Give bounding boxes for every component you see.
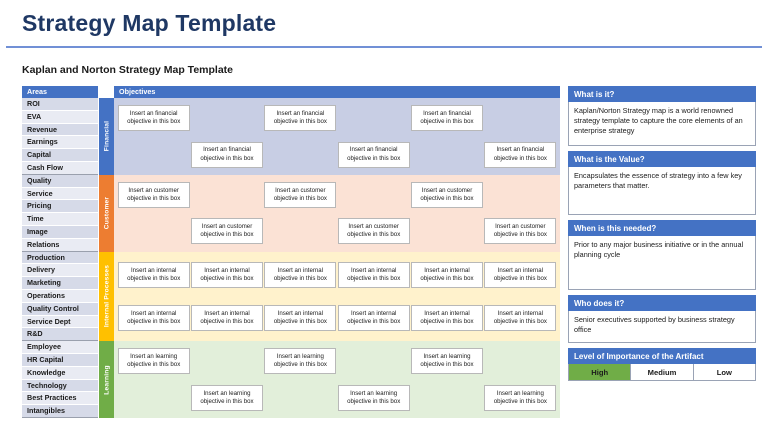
header-areas: Areas	[22, 86, 98, 98]
page-title: Strategy Map Template	[22, 10, 277, 36]
objective-box[interactable]: Insert an internal objective in this box	[117, 261, 190, 288]
title-divider	[6, 46, 762, 48]
area-cell[interactable]: Service Dept	[22, 315, 98, 329]
info-block: When is this needed?Prior to any major b…	[568, 220, 756, 290]
area-cell[interactable]: Pricing	[22, 200, 98, 214]
objective-box[interactable]: Insert an internal objective in this box	[191, 304, 263, 331]
area-cell[interactable]: Quality	[22, 174, 98, 188]
area-cell[interactable]: Capital	[22, 149, 98, 162]
objective-box[interactable]: Insert an internal objective in this box	[337, 304, 410, 331]
perspective-label-text: Internal Processes	[103, 265, 110, 328]
info-block-heading: When is this needed?	[568, 220, 756, 236]
objective-box[interactable]: Insert an learning objective in this box	[411, 348, 483, 375]
header-objectives: Objectives	[114, 86, 560, 98]
importance-heading: Level of Importance of the Artifact	[568, 348, 756, 364]
objective-box[interactable]: Insert an internal objective in this box	[117, 304, 190, 331]
info-block-heading: What is it?	[568, 86, 756, 102]
matrix-header-row: Areas Objectives	[22, 86, 560, 98]
area-cell[interactable]: Production	[22, 251, 98, 265]
info-block: What is it?Kaplan/Norton Strategy map is…	[568, 86, 756, 146]
area-cell[interactable]: EVA	[22, 110, 98, 124]
perspective-label-customer[interactable]: Customer	[99, 174, 114, 252]
area-cell[interactable]: Best Practices	[22, 392, 98, 406]
objective-box[interactable]: Insert an learning objective in this box	[264, 348, 337, 375]
area-cell[interactable]: ROI	[22, 98, 98, 111]
info-block-body[interactable]: Senior executives supported by business …	[568, 311, 756, 343]
area-cell[interactable]: Knowledge	[22, 366, 98, 380]
area-cell[interactable]: HR Capital	[22, 353, 98, 367]
perspective-label-internal-processes[interactable]: Internal Processes	[99, 251, 114, 342]
importance-option-high[interactable]: High	[569, 364, 632, 380]
area-cell[interactable]: Revenue	[22, 123, 98, 137]
info-block-body[interactable]: Kaplan/Norton Strategy map is a world re…	[568, 102, 756, 146]
area-cell[interactable]: Operations	[22, 289, 98, 303]
area-cell[interactable]: Image	[22, 225, 98, 239]
perspective-label-text: Financial	[103, 121, 110, 152]
objective-box[interactable]: Insert an internal objective in this box	[484, 261, 557, 288]
perspective-label-text: Customer	[103, 196, 110, 230]
area-cell[interactable]: Service	[22, 187, 98, 201]
objective-box[interactable]: Insert an customer objective in this box	[411, 181, 483, 208]
objective-box[interactable]: Insert an financial objective in this bo…	[117, 105, 190, 132]
objective-box[interactable]: Insert an financial objective in this bo…	[264, 105, 337, 132]
info-block-heading: Who does it?	[568, 295, 756, 311]
objective-box[interactable]: Insert an internal objective in this box	[411, 261, 483, 288]
area-cell[interactable]: Intangibles	[22, 405, 98, 418]
objective-box[interactable]: Insert an financial objective in this bo…	[411, 105, 483, 132]
objective-band-learning: Insert an learning objective in this box…	[114, 341, 560, 418]
importance-option-medium[interactable]: Medium	[631, 364, 694, 380]
objective-box[interactable]: Insert an internal objective in this box	[264, 304, 337, 331]
perspective-label-learning[interactable]: Learning	[99, 341, 114, 418]
objective-box[interactable]: Insert an learning objective in this box	[117, 348, 190, 375]
area-cell[interactable]: Marketing	[22, 277, 98, 290]
perspective-label-text: Learning	[103, 364, 110, 395]
area-cell[interactable]: Quality Control	[22, 302, 98, 316]
area-cell[interactable]: Cash Flow	[22, 161, 98, 175]
area-cell[interactable]: Employee	[22, 341, 98, 354]
area-cell[interactable]: Earnings	[22, 136, 98, 150]
objective-box[interactable]: Insert an internal objective in this box	[264, 261, 337, 288]
objective-band-customer: Insert an customer objective in this box…	[114, 174, 560, 252]
objective-box[interactable]: Insert an internal objective in this box	[191, 261, 263, 288]
objective-band-internal-processes: Insert an internal objective in this box…	[114, 251, 560, 342]
objective-box[interactable]: Insert an financial objective in this bo…	[484, 141, 557, 168]
objective-box[interactable]: Insert an customer objective in this box	[264, 181, 337, 208]
perspective-label-financial[interactable]: Financial	[99, 98, 114, 175]
objective-box[interactable]: Insert an customer objective in this box	[337, 218, 410, 245]
info-block-heading: What is the Value?	[568, 151, 756, 167]
area-cell[interactable]: Technology	[22, 379, 98, 393]
objective-bands: Insert an financial objective in this bo…	[114, 98, 560, 418]
area-cell[interactable]: Relations	[22, 238, 98, 252]
objective-band-financial: Insert an financial objective in this bo…	[114, 98, 560, 175]
subtitle: Kaplan and Norton Strategy Map Template	[22, 64, 233, 76]
objective-box[interactable]: Insert an customer objective in this box	[484, 218, 557, 245]
objective-box[interactable]: Insert an learning objective in this box	[337, 384, 410, 411]
objective-box[interactable]: Insert an learning objective in this box	[191, 384, 263, 411]
area-cell[interactable]: Time	[22, 213, 98, 226]
objective-box[interactable]: Insert an internal objective in this box	[484, 304, 557, 331]
objective-box[interactable]: Insert an learning objective in this box	[484, 384, 557, 411]
objective-box[interactable]: Insert an customer objective in this box	[117, 181, 190, 208]
objective-box[interactable]: Insert an internal objective in this box	[337, 261, 410, 288]
info-block: Who does it?Senior executives supported …	[568, 295, 756, 343]
objective-box[interactable]: Insert an financial objective in this bo…	[337, 141, 410, 168]
area-cell[interactable]: R&D	[22, 328, 98, 342]
objective-box[interactable]: Insert an customer objective in this box	[191, 218, 263, 245]
header-spacer	[98, 86, 114, 98]
info-panel: What is it?Kaplan/Norton Strategy map is…	[568, 86, 756, 381]
info-block-body[interactable]: Prior to any major business initiative o…	[568, 236, 756, 290]
objective-box[interactable]: Insert an internal objective in this box	[411, 304, 483, 331]
area-cell[interactable]: Delivery	[22, 264, 98, 278]
info-block-body[interactable]: Encapsulates the essence of strategy int…	[568, 167, 756, 215]
importance-option-low[interactable]: Low	[716, 367, 732, 377]
info-block: What is the Value?Encapsulates the essen…	[568, 151, 756, 215]
objective-box[interactable]: Insert an financial objective in this bo…	[191, 141, 263, 168]
